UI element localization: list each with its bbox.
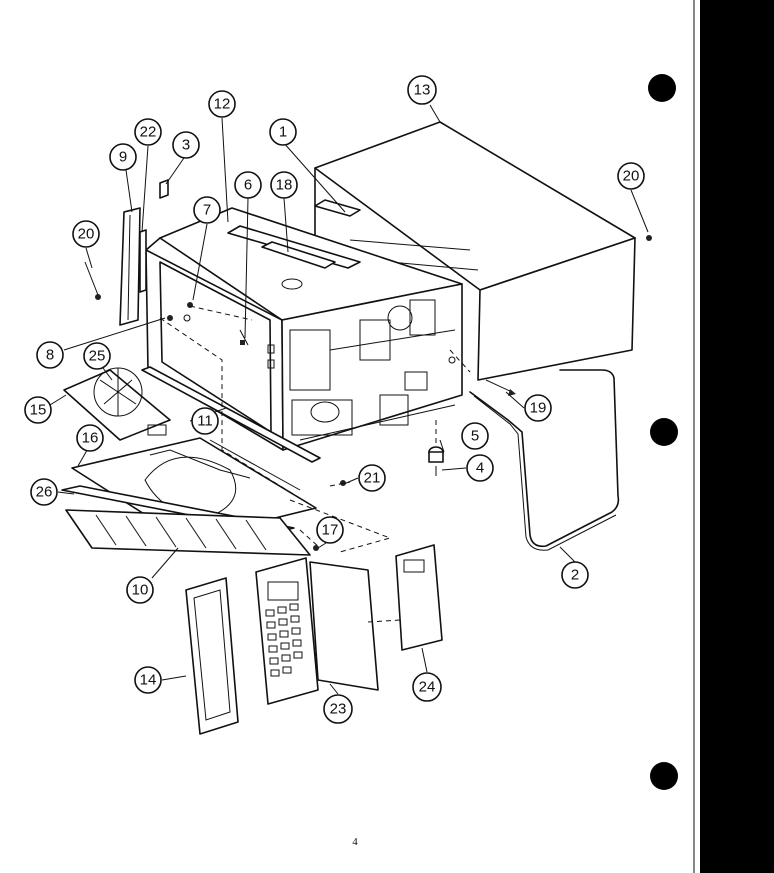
control-panel [255,557,379,705]
bottom-panel [61,485,311,556]
svg-text:22: 22 [140,124,157,141]
page-number: 4 [352,836,358,848]
svg-text:6: 6 [244,177,252,194]
callout-21: 21 [358,464,386,492]
svg-text:16: 16 [82,430,99,447]
callout-7: 7 [193,196,221,224]
svg-text:7: 7 [203,202,211,219]
svg-text:12: 12 [214,96,231,113]
callout-12: 12 [208,90,236,118]
power-cord [469,369,620,548]
svg-text:2: 2 [571,567,579,584]
callout-11: 11 [191,407,219,435]
leader-lines [49,104,649,695]
power-cord-inner [473,395,617,551]
callouts: 1 2 3 4 5 6 7 8 9 10 11 12 13 14 15 16 1… [24,75,645,724]
svg-text:17: 17 [322,522,339,539]
callout-25: 25 [83,342,111,370]
svg-text:9: 9 [119,149,127,166]
svg-text:21: 21 [364,470,381,487]
binding-strip [693,0,774,873]
svg-text:5: 5 [471,428,479,445]
svg-text:20: 20 [78,226,95,243]
svg-text:19: 19 [530,400,547,417]
explosion-lines [159,305,471,623]
punch-hole-middle [650,418,678,446]
svg-text:4: 4 [476,460,484,477]
callout-24: 24 [412,672,442,702]
callout-9: 9 [109,143,137,171]
svg-text:11: 11 [197,413,213,430]
callout-20-right: 20 [617,162,645,190]
svg-text:24: 24 [419,679,436,696]
svg-text:15: 15 [30,402,47,419]
side-panel [119,179,169,326]
callout-4: 4 [466,454,494,482]
callout-26: 26 [30,478,58,506]
door-cover [395,544,443,651]
callout-13: 13 [407,75,437,105]
callout-10: 10 [126,576,154,604]
callout-16: 16 [76,424,104,452]
svg-text:10: 10 [132,582,149,599]
screws [84,235,652,345]
callout-22: 22 [134,118,162,146]
callout-1: 1 [269,118,297,146]
callout-5: 5 [461,422,489,450]
svg-text:20: 20 [623,168,640,185]
punch-hole-top [648,74,676,102]
small-parts [313,379,516,551]
punch-hole-bottom [650,762,678,790]
callout-20-left: 20 [72,220,100,248]
callout-8: 8 [36,341,64,369]
svg-text:13: 13 [414,82,431,99]
svg-text:18: 18 [276,177,293,194]
svg-text:25: 25 [89,348,106,365]
callout-19: 19 [524,394,552,422]
callout-17: 17 [316,516,344,544]
svg-text:14: 14 [140,672,157,689]
svg-text:3: 3 [182,137,190,154]
callout-3: 3 [172,131,200,159]
svg-text:1: 1 [279,124,287,141]
top-rail [227,199,361,290]
svg-text:8: 8 [46,347,54,364]
fan-assembly [63,367,171,441]
callout-2: 2 [561,561,589,589]
callout-6: 6 [234,171,262,199]
callout-14: 14 [134,666,162,694]
callout-23: 23 [323,694,353,724]
svg-text:23: 23 [330,701,347,718]
seal-strip [141,366,321,463]
callout-15: 15 [24,396,52,424]
callout-18: 18 [270,171,298,199]
outer-cabinet [314,121,636,381]
svg-text:26: 26 [36,484,53,501]
door-frame [185,577,239,735]
